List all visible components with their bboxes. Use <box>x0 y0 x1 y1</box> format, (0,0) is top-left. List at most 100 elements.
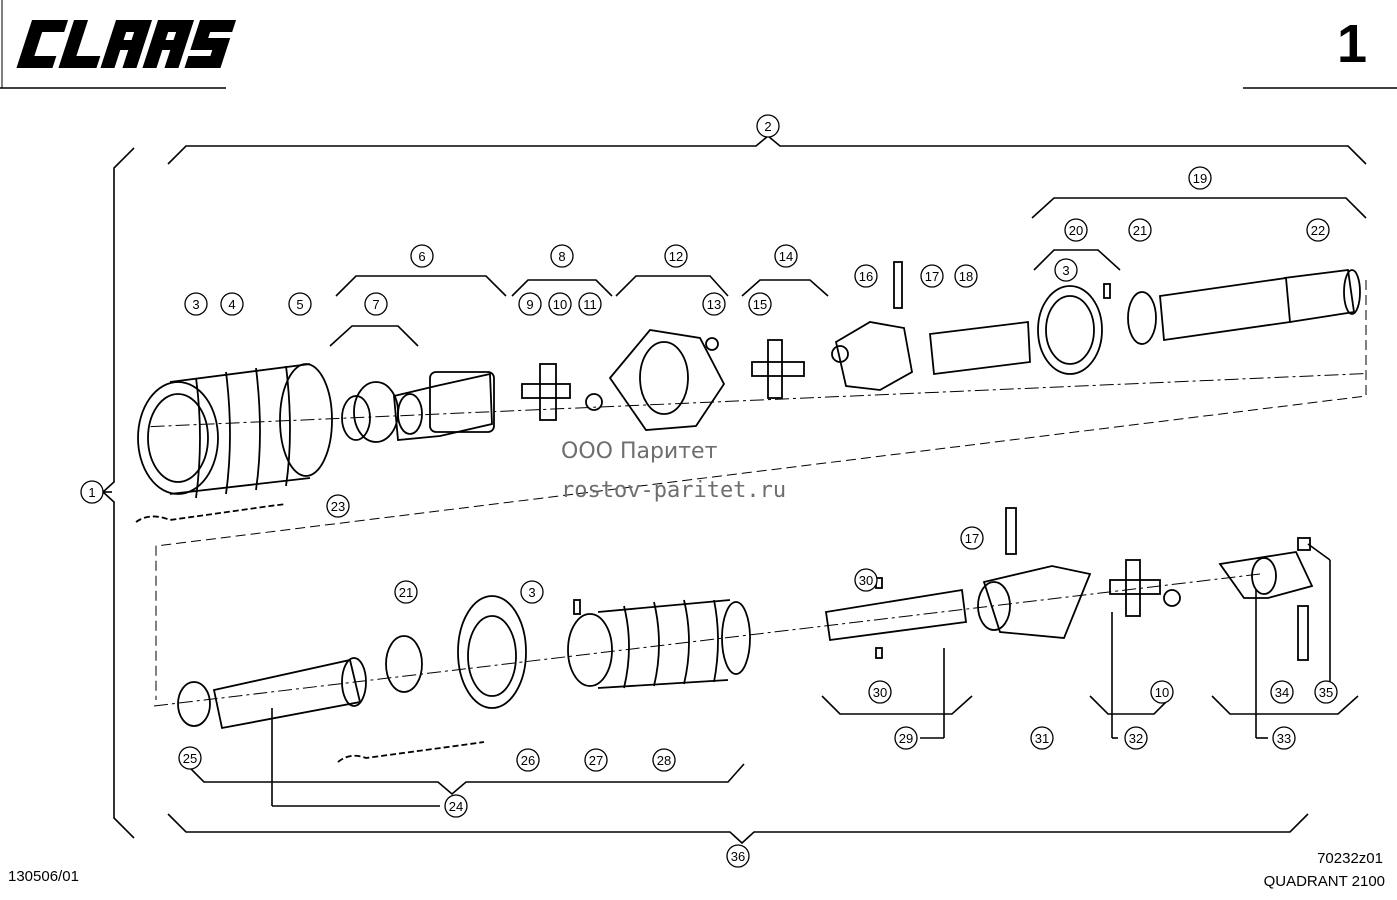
callout-label: 23 <box>331 499 345 514</box>
callout-circle <box>664 244 688 268</box>
chain-part-23 <box>135 503 287 523</box>
bracket-32 <box>1089 695 1173 715</box>
callout-circle <box>726 844 750 868</box>
bracket-19 <box>1031 197 1367 219</box>
callout-circle <box>184 292 208 316</box>
callout-label: 17 <box>925 269 939 284</box>
callout-label: 14 <box>779 249 793 264</box>
callout-circle <box>894 726 918 750</box>
callout-19: 19 <box>1188 166 1212 190</box>
callout-circle <box>444 794 468 818</box>
bracket-36 <box>167 813 1309 845</box>
callout-6: 6 <box>410 244 434 268</box>
callout-circle <box>220 292 244 316</box>
claas-logo <box>16 20 237 68</box>
callout-circle <box>854 568 878 592</box>
callout-label: 28 <box>657 753 671 768</box>
callout-24: 24 <box>444 794 468 818</box>
callout-label: 10 <box>1155 685 1169 700</box>
callout-circle <box>578 292 602 316</box>
callout-label: 31 <box>1035 731 1049 746</box>
callout-11: 11 <box>578 292 602 316</box>
bracket-12 <box>615 275 729 297</box>
flange-housing-part-12 <box>608 329 726 431</box>
callout-3: 3 <box>1054 258 1078 282</box>
callout-circle <box>1314 680 1338 704</box>
callout-label: 30 <box>859 573 873 588</box>
callout-18: 18 <box>954 264 978 288</box>
bearing-ring-part-7 <box>341 381 399 443</box>
callout-4: 4 <box>220 292 244 316</box>
callout-circle <box>394 580 418 604</box>
callout-label: 6 <box>418 249 425 264</box>
callout-label: 4 <box>228 297 235 312</box>
callout-32: 32 <box>1124 726 1148 750</box>
grease-nipple-part-30b <box>875 647 883 659</box>
callout-circle <box>520 580 544 604</box>
bellow-part-28 <box>567 599 751 689</box>
callout-circle <box>80 480 104 504</box>
callout-31: 31 <box>1030 726 1054 750</box>
callout-10: 10 <box>1150 680 1174 704</box>
callout-2: 2 <box>756 114 780 138</box>
callout-label: 32 <box>1129 731 1143 746</box>
guard-cone-part-20 <box>1037 285 1103 375</box>
callout-label: 16 <box>859 269 873 284</box>
callout-label: 36 <box>731 849 745 864</box>
cross-part-15 <box>751 339 805 399</box>
bracket-2 <box>167 134 1367 165</box>
guard-cone-part-27 <box>457 595 527 709</box>
bolt-part-34 <box>1297 605 1309 661</box>
callout-16: 16 <box>854 264 878 288</box>
outer-tube-part-22 <box>1159 268 1361 342</box>
callout-22: 22 <box>1306 218 1330 242</box>
callout-circle <box>954 264 978 288</box>
cross-kit-part-8 <box>521 363 603 421</box>
callout-9: 9 <box>518 292 542 316</box>
yoke-part-6 <box>393 371 495 441</box>
callout-label: 20 <box>1069 223 1083 238</box>
callout-1: 1 <box>80 480 104 504</box>
callout-circle <box>1128 218 1152 242</box>
callout-label: 26 <box>521 753 535 768</box>
callout-15: 15 <box>748 292 772 316</box>
callout-30: 30 <box>854 568 878 592</box>
bracket-1 <box>101 147 135 839</box>
bracket-20 <box>1033 249 1121 271</box>
callout-label: 18 <box>959 269 973 284</box>
callout-circle <box>1054 258 1078 282</box>
callout-label: 24 <box>449 799 463 814</box>
callout-33: 33 <box>1272 726 1296 750</box>
callout-27: 27 <box>584 748 608 772</box>
profile-tube-part-18 <box>929 320 1031 376</box>
callout-circle <box>410 244 434 268</box>
callout-30: 30 <box>868 680 892 704</box>
callout-label: 17 <box>965 531 979 546</box>
callout-label: 22 <box>1311 223 1325 238</box>
part-shapes <box>135 261 1361 763</box>
callout-label: 5 <box>296 297 303 312</box>
callout-14: 14 <box>774 244 798 268</box>
bearing-part-21b <box>385 635 423 693</box>
callout-12: 12 <box>664 244 688 268</box>
callout-29: 29 <box>894 726 918 750</box>
callout-17: 17 <box>960 526 984 550</box>
callout-circle <box>748 292 772 316</box>
callout-21: 21 <box>1128 218 1152 242</box>
callout-17: 17 <box>920 264 944 288</box>
callout-label: 10 <box>553 297 567 312</box>
callout-3: 3 <box>184 292 208 316</box>
callout-35: 35 <box>1314 680 1338 704</box>
guard-cone-part-4 <box>137 363 333 499</box>
bearing-part-21 <box>1127 291 1157 345</box>
callout-circle <box>1124 726 1148 750</box>
bracket-7 <box>329 325 419 347</box>
callout-circle <box>1188 166 1212 190</box>
yoke-part-31 <box>977 565 1092 639</box>
callout-circle <box>702 292 726 316</box>
callout-label: 21 <box>399 585 413 600</box>
pin-part-17 <box>893 261 903 309</box>
